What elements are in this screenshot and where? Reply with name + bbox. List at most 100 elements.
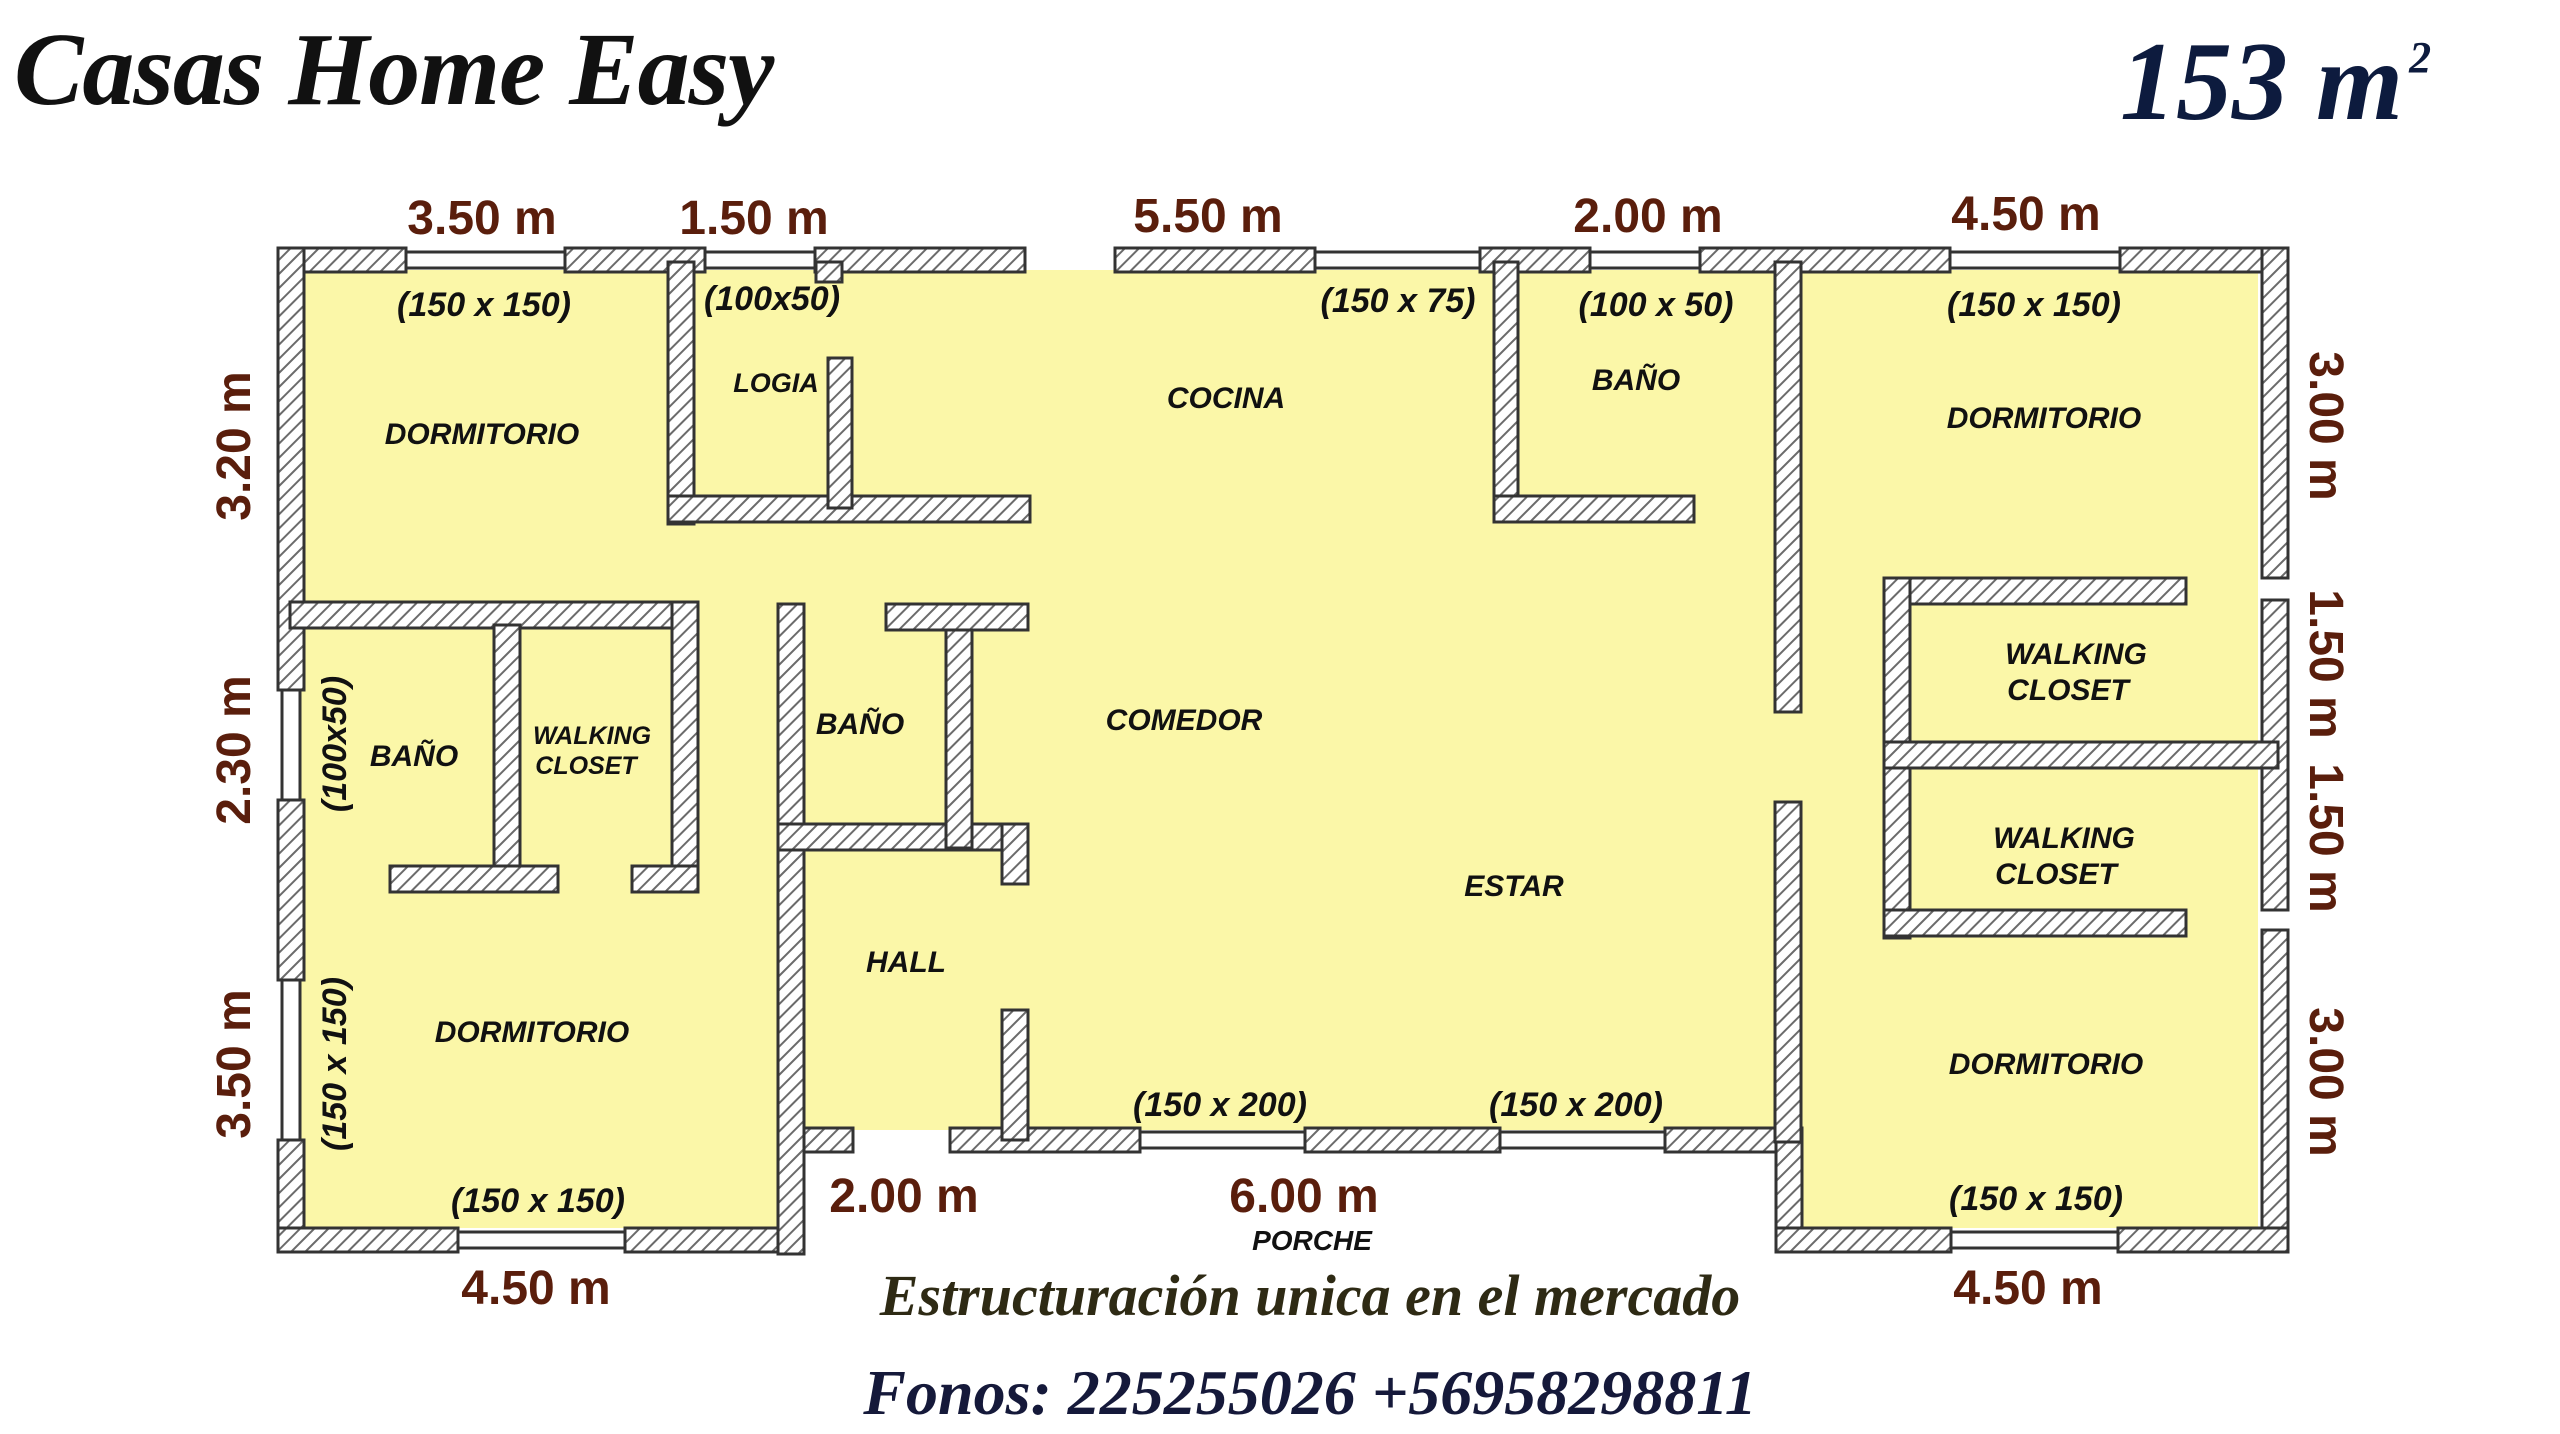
wall-bath-c-top: [884, 602, 1030, 632]
dim-top-3: 5.50 m: [1133, 190, 1282, 243]
window-label-top-5: (150 x 150): [1947, 286, 2121, 324]
dim-right-1: 3.00 m: [2299, 351, 2352, 500]
wall-bottom-10: [2116, 1226, 2290, 1254]
window-top-4: [1588, 250, 1702, 270]
room-walking-e2-2: CLOSET: [1995, 858, 2119, 891]
tagline: Estructuración unica en el mercado: [879, 1263, 1741, 1328]
window-bottom-1: [456, 1230, 627, 1250]
wall-bath-c-right: [944, 626, 974, 850]
wall-right-1: [2260, 246, 2290, 580]
wall-east-div-bottom: [1773, 800, 1803, 1144]
window-label-bottom-2: (150 x 200): [1133, 1086, 1307, 1124]
wall-bath-c-bottom: [776, 822, 1030, 852]
room-walking-e1-2: CLOSET: [2007, 674, 2131, 707]
wall-logia-mid: [826, 356, 854, 510]
wall-bottom-5: [948, 1126, 1142, 1154]
room-bano-w: BAÑO: [370, 739, 458, 773]
dim-left-1: 3.20 m: [208, 371, 261, 520]
room-dormitorio-se: DORMITORIO: [1949, 1048, 2143, 1081]
room-dormitorio-nw: DORMITORIO: [385, 418, 579, 451]
dim-left-2: 2.30 m: [208, 675, 261, 824]
room-estar: ESTAR: [1464, 870, 1564, 903]
dim-top-1: 3.50 m: [407, 192, 556, 245]
wall-west-closet-right: [670, 600, 700, 894]
brand-title: Casas Home Easy: [14, 12, 774, 127]
wall-bath-n-left: [1492, 260, 1520, 524]
window-label-bottom-3: (150 x 200): [1489, 1086, 1663, 1124]
wall-west-bath-right: [492, 623, 522, 892]
walls: [276, 246, 2290, 1256]
wall-top-3: [813, 246, 1027, 274]
wall-east-closet-mid: [1882, 740, 2280, 770]
room-cocina: COCINA: [1167, 382, 1285, 415]
room-porche: PORCHE: [1252, 1225, 1373, 1256]
dim-top-5: 4.50 m: [1951, 188, 2100, 241]
window-top-5: [1948, 250, 2122, 270]
wall-bottom-2: [623, 1226, 805, 1254]
wall-hall-left: [776, 602, 806, 1256]
room-walking-w-2: CLOSET: [535, 752, 639, 780]
dim-top-4: 2.00 m: [1573, 190, 1722, 243]
room-bano-c: BAÑO: [816, 707, 904, 741]
window-bottom-4: [1949, 1230, 2120, 1250]
dim-bottom-3: 6.00 m: [1229, 1170, 1378, 1223]
room-dormitorio-ne: DORMITORIO: [1947, 402, 2141, 435]
window-label-top-2: (100x50): [704, 280, 840, 318]
room-comedor: COMEDOR: [1106, 704, 1263, 737]
window-top-2: [703, 250, 817, 270]
window-bottom-3: [1498, 1130, 1667, 1150]
wall-hall-stub-2: [1000, 1008, 1030, 1142]
window-panes: [280, 250, 2122, 1250]
phone-numbers: Fonos: 225255026 +56958298811: [863, 1357, 1757, 1428]
wall-west-bath-bottom: [388, 864, 560, 894]
room-walking-w-1: WALKING: [533, 722, 651, 750]
wall-logia-left: [666, 260, 696, 526]
window-label-left-2: (150 x 150): [316, 977, 354, 1151]
dim-right-2: 1.50 m: [2299, 589, 2352, 738]
wall-east-div-top: [1773, 260, 1803, 714]
wall-bottom-7: [1663, 1126, 1782, 1154]
area-value: 153 m: [2120, 20, 2404, 144]
dim-left-3: 3.50 m: [208, 989, 261, 1138]
wall-bath-n-bottom: [1492, 494, 1696, 524]
dim-right-3: 1.50 m: [2299, 763, 2352, 912]
wall-bottom-6: [1303, 1126, 1502, 1154]
window-left-2: [280, 978, 302, 1142]
wall-bottom-9: [1774, 1226, 1953, 1254]
room-dormitorio-sw: DORMITORIO: [435, 1016, 629, 1049]
wall-east-closet-top: [1882, 576, 2188, 606]
window-top-1: [404, 250, 567, 270]
dim-bottom-2: 2.00 m: [829, 1170, 978, 1223]
window-bottom-2: [1138, 1130, 1307, 1150]
room-walking-e2-1: WALKING: [1993, 822, 2135, 855]
dim-right-4: 3.00 m: [2299, 1007, 2352, 1156]
wall-top-6: [1698, 246, 1952, 274]
wall-bottom-1: [276, 1226, 460, 1254]
area-superscript: 2: [2409, 33, 2432, 82]
window-top-3: [1313, 250, 1482, 270]
room-logia: LOGIA: [733, 368, 819, 398]
window-label-top-1: (150 x 150): [397, 286, 571, 324]
dim-top-2: 1.50 m: [679, 192, 828, 245]
dim-bottom-4: 4.50 m: [1953, 1262, 2102, 1315]
room-bano-n: BAÑO: [1592, 363, 1680, 397]
wall-top-4: [1113, 246, 1317, 274]
wall-top-5: [1478, 246, 1592, 274]
dim-bottom-1: 4.50 m: [461, 1262, 610, 1315]
window-label-top-3: (150 x 75): [1321, 282, 1476, 320]
window-label-bottom-4: (150 x 150): [1949, 1180, 2123, 1218]
wall-logia-top: [814, 260, 844, 284]
wall-east-closet-bottom: [1882, 908, 2188, 938]
wall-west-closet-bottom: [630, 864, 700, 894]
wall-left-2: [276, 798, 306, 982]
wall-right-3: [2260, 928, 2290, 1254]
room-hall: HALL: [866, 946, 946, 979]
window-label-left-1: (100x50): [316, 676, 354, 812]
window-label-bottom-1: (150 x 150): [451, 1182, 625, 1220]
wall-hall-stub-1: [1000, 822, 1030, 886]
window-label-top-4: (100 x 50): [1579, 286, 1734, 324]
room-walking-e1-1: WALKING: [2005, 638, 2147, 671]
window-left-1: [280, 688, 302, 802]
